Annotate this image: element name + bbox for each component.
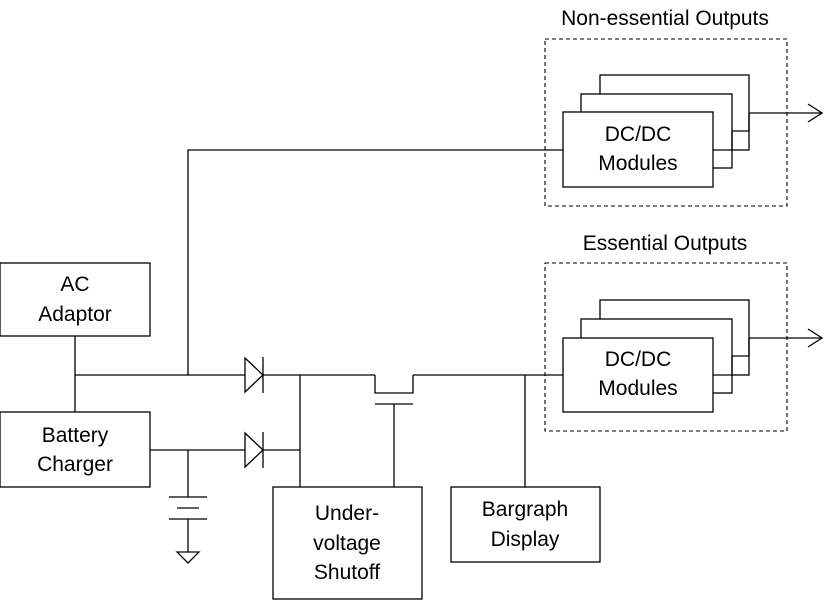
ac-adaptor-label-line1: AC (60, 273, 89, 296)
ac-adaptor-label-line2: Adaptor (38, 303, 112, 326)
battery-charger-block (0, 411, 151, 488)
bargraph-display-block (450, 486, 601, 563)
undervoltage-label-line2: voltage (313, 532, 381, 555)
dcdc-modules-bottom: DC/DC Modules (562, 299, 750, 413)
mosfet-channel (374, 375, 414, 394)
dcdc-modules-top: DC/DC Modules (562, 74, 750, 188)
diode-lower-triangle (244, 431, 264, 469)
battery-charger-label-line2: Charger (37, 453, 113, 476)
dcdc-top-middle-out (732, 113, 750, 132)
non-essential-outputs-group (544, 38, 788, 207)
diode-upper-triangle (244, 356, 264, 394)
dcdc-bottom-middle-out (732, 338, 750, 357)
battery-charger-label-line1: Battery (42, 424, 109, 447)
essential-outputs-group (544, 262, 788, 432)
diode-upper (244, 356, 264, 394)
undervoltage-label-line3: Shutoff (314, 561, 380, 584)
dcdc-top-label-line1: DC/DC (605, 123, 672, 146)
ground-icon (175, 551, 201, 564)
undervoltage-shutoff-block (272, 486, 423, 600)
dcdc-bottom-label-line2: Modules (598, 377, 677, 400)
bargraph-label-line2: Display (491, 528, 560, 551)
non-essential-feed-wire (187, 149, 563, 375)
dcdc-bottom-label-line1: DC/DC (605, 348, 672, 371)
dcdc-bottom-front-out (713, 356, 733, 376)
bargraph-label-line1: Bargraph (482, 498, 568, 521)
essential-outputs-title: Essential Outputs (583, 232, 748, 255)
non-essential-outputs-title: Non-essential Outputs (561, 7, 769, 30)
essential-output-arrow (807, 328, 824, 348)
non-essential-output-arrow (807, 103, 824, 123)
dcdc-top-label-line2: Modules (598, 152, 677, 175)
undervoltage-label-line1: Under- (315, 502, 379, 525)
dcdc-top-front-out (713, 131, 733, 151)
ac-adaptor-block (0, 262, 151, 337)
diode-lower (244, 431, 264, 469)
mosfet-switch-icon (374, 375, 414, 487)
battery-icon (169, 450, 207, 552)
